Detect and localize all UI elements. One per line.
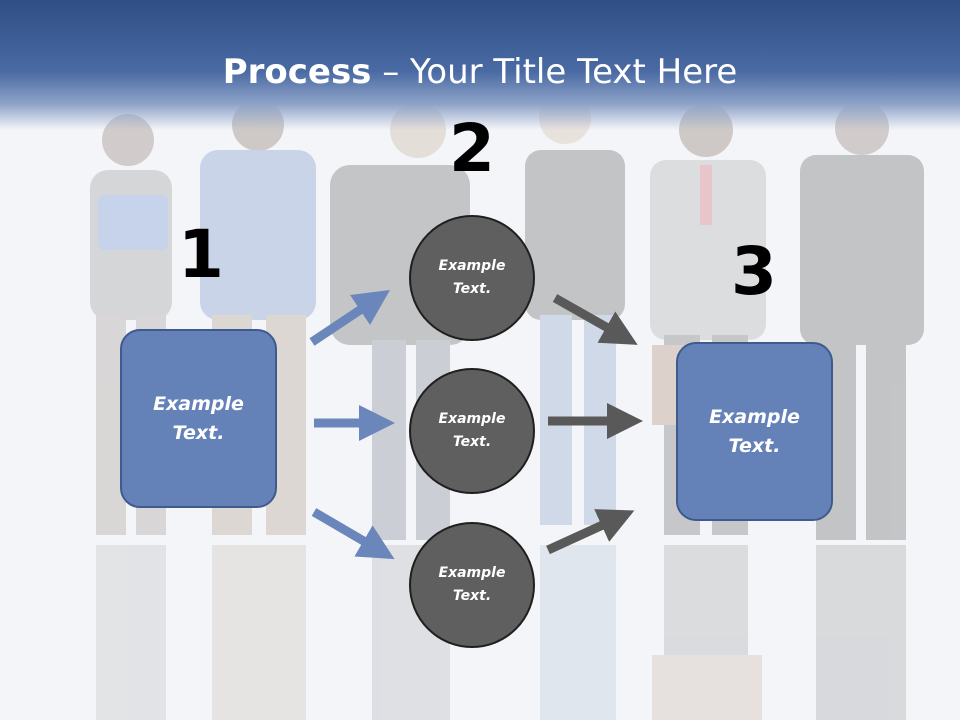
right-process-box[interactable]: Example Text.: [676, 342, 833, 521]
circle-middle-text: Example Text.: [438, 410, 506, 450]
step-number-3: 3: [731, 233, 777, 310]
title-rest-part: – Your Title Text Here: [371, 52, 738, 92]
title-bold-part: Process: [222, 52, 372, 92]
left-process-box[interactable]: Example Text.: [120, 329, 277, 508]
circle-step-top[interactable]: Example Text.: [409, 215, 535, 341]
arrow-left-to-bottom: [311, 508, 395, 560]
circle-step-bottom[interactable]: Example Text.: [409, 522, 535, 648]
title-bar: [0, 0, 960, 130]
arrow-bottom-to-right: [546, 509, 635, 555]
circle-step-middle[interactable]: Example Text.: [409, 368, 535, 494]
arrow-left-to-top: [309, 290, 390, 346]
step-number-1: 1: [178, 216, 224, 293]
right-box-text: Example Text.: [709, 406, 800, 457]
circle-top-text: Example Text.: [438, 257, 506, 297]
left-box-text: Example Text.: [153, 393, 244, 444]
step-number-2: 2: [449, 110, 495, 187]
arrow-top-to-right: [552, 294, 638, 345]
circle-bottom-text: Example Text.: [438, 564, 506, 604]
slide-title[interactable]: Process – Your Title Text Here: [0, 52, 960, 92]
